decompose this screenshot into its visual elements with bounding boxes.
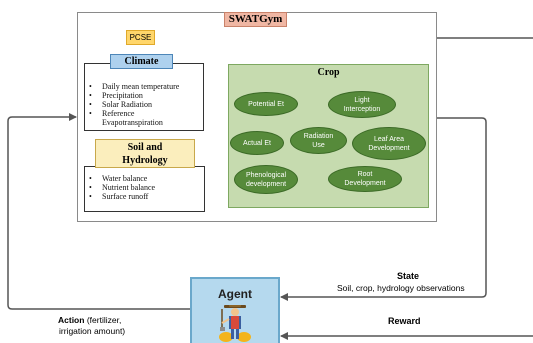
climate-list: Daily mean temperature Precipitation Sol… xyxy=(84,82,179,127)
node-text: Development xyxy=(344,180,386,187)
reward-label: Reward xyxy=(388,316,421,326)
soil-label-line1: Soil and xyxy=(127,142,163,153)
node-text: Light xyxy=(354,96,370,104)
node-text: Development xyxy=(368,144,410,152)
action-detail-2: irrigation amount) xyxy=(59,326,126,336)
soil-list: Water balance Nutrient balance Surface r… xyxy=(84,174,155,201)
crop-node-potential-et: Potential Et xyxy=(234,92,298,116)
soil-item: Water balance xyxy=(84,174,155,183)
crop-node-actual-et: Actual Et xyxy=(230,131,284,155)
state-arrow xyxy=(280,117,487,301)
node-text: Leaf Area xyxy=(374,135,404,143)
node-text: Root xyxy=(357,171,373,178)
climate-item: Precipitation xyxy=(84,91,179,100)
action-text: Action (fertilizer, xyxy=(58,315,121,325)
node-text: Radiation xyxy=(303,132,334,140)
climate-item-continued: Evapotranspiration xyxy=(84,118,179,127)
node-text: Interception xyxy=(343,105,381,113)
agent-label: Agent xyxy=(218,287,252,301)
action-detail-1: (fertilizer, xyxy=(86,315,122,325)
crop-label: Crop xyxy=(317,67,340,78)
swatgym-title: SWATGym xyxy=(224,12,287,27)
node-text: Actual Et xyxy=(242,139,271,147)
soil-label-line2: Hydrology xyxy=(122,155,168,166)
action-label: Action xyxy=(58,315,85,325)
soil-item: Nutrient balance xyxy=(84,183,155,192)
climate-label: Climate xyxy=(110,54,173,69)
pcse-box: PCSE xyxy=(126,30,155,45)
soil-item: Surface runoff xyxy=(84,192,155,201)
node-text: Phenological xyxy=(245,171,287,179)
farmer-icon xyxy=(219,305,251,342)
state-label: State xyxy=(397,271,420,281)
state-detail: Soil, crop, hydrology observations xyxy=(337,283,465,293)
node-text: Potential Et xyxy=(248,100,284,108)
node-text: Use xyxy=(312,141,325,149)
action-arrow xyxy=(7,113,190,310)
climate-item: Reference xyxy=(84,109,179,118)
climate-item-text: Evapotranspiration xyxy=(102,118,163,127)
climate-item: Daily mean temperature xyxy=(84,82,179,91)
climate-item: Solar Radiation xyxy=(84,100,179,109)
node-text: development xyxy=(245,180,287,188)
soil-label: Soil and Hydrology xyxy=(95,139,195,168)
